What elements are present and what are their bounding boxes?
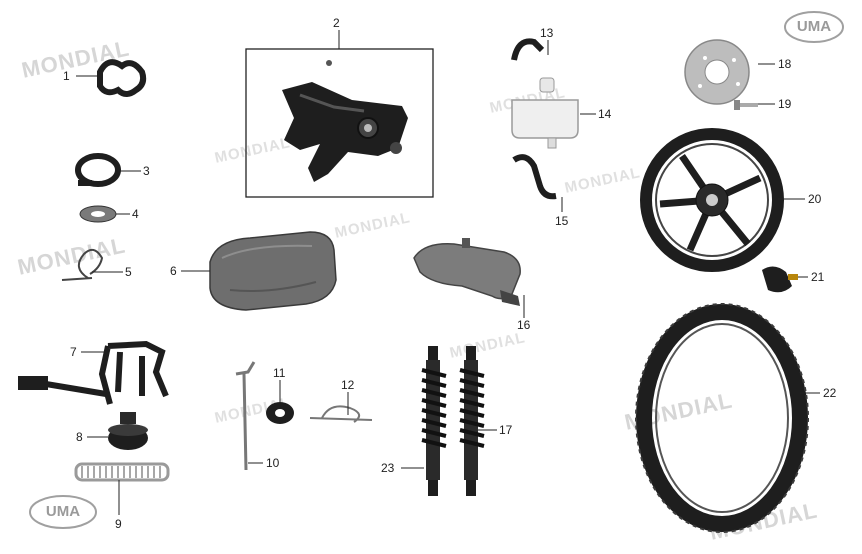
callout-20: 20 xyxy=(808,192,822,206)
callout-6: 6 xyxy=(170,264,177,278)
valve-icon xyxy=(762,266,798,293)
callout-12: 12 xyxy=(341,378,355,392)
rubber-stopper-icon xyxy=(108,412,148,450)
callout-22: 22 xyxy=(823,386,837,400)
r-clip-icon xyxy=(309,405,373,423)
hose-clip-icon xyxy=(75,153,121,187)
callout-18: 18 xyxy=(778,57,792,71)
uma-logo: UMA xyxy=(28,494,98,534)
callout-21: 21 xyxy=(811,270,825,284)
tire-icon xyxy=(635,303,809,533)
callout-23: 23 xyxy=(381,461,395,475)
center-stand-icon xyxy=(18,340,169,405)
reservoir-tank-icon xyxy=(511,77,579,149)
brake-disc-icon xyxy=(684,39,750,105)
callout-5: 5 xyxy=(125,265,132,279)
stand-spring-icon xyxy=(74,462,170,482)
callout-13: 13 xyxy=(540,26,554,40)
transmission-cover-icon xyxy=(209,231,337,311)
washer-icon xyxy=(266,402,294,424)
shock-absorber-icon xyxy=(459,346,485,496)
callout-2: 2 xyxy=(333,16,340,30)
callout-1: 1 xyxy=(63,69,70,83)
callout-4: 4 xyxy=(132,207,139,221)
callout-8: 8 xyxy=(76,430,83,444)
callout-19: 19 xyxy=(778,97,792,111)
short-hose-icon xyxy=(511,38,545,61)
leader-lines xyxy=(76,30,820,515)
callout-7: 7 xyxy=(70,345,77,359)
logo-text: UMA xyxy=(796,18,832,35)
callout-11: 11 xyxy=(273,366,286,380)
callout-15: 15 xyxy=(555,214,569,228)
rubber-clamp-icon xyxy=(97,59,147,97)
callout-16: 16 xyxy=(517,318,531,332)
callout-14: 14 xyxy=(598,107,612,121)
shock-absorber-icon xyxy=(421,346,447,496)
rear-rim-icon xyxy=(640,128,784,272)
bolt-icon xyxy=(734,100,758,110)
callout-3: 3 xyxy=(143,164,150,178)
logo-text: UMA xyxy=(45,503,81,520)
callout-9: 9 xyxy=(115,517,122,531)
rear-fender-icon xyxy=(413,238,521,306)
brake-rod-icon xyxy=(235,361,256,471)
seal-ring-icon xyxy=(79,205,117,223)
callout-10: 10 xyxy=(266,456,280,470)
swingarm-bracket-icon xyxy=(282,60,408,182)
callout-17: 17 xyxy=(499,423,513,437)
long-hose-icon xyxy=(512,154,557,200)
spring-clip-icon xyxy=(61,248,104,281)
uma-logo: UMA xyxy=(783,10,845,48)
